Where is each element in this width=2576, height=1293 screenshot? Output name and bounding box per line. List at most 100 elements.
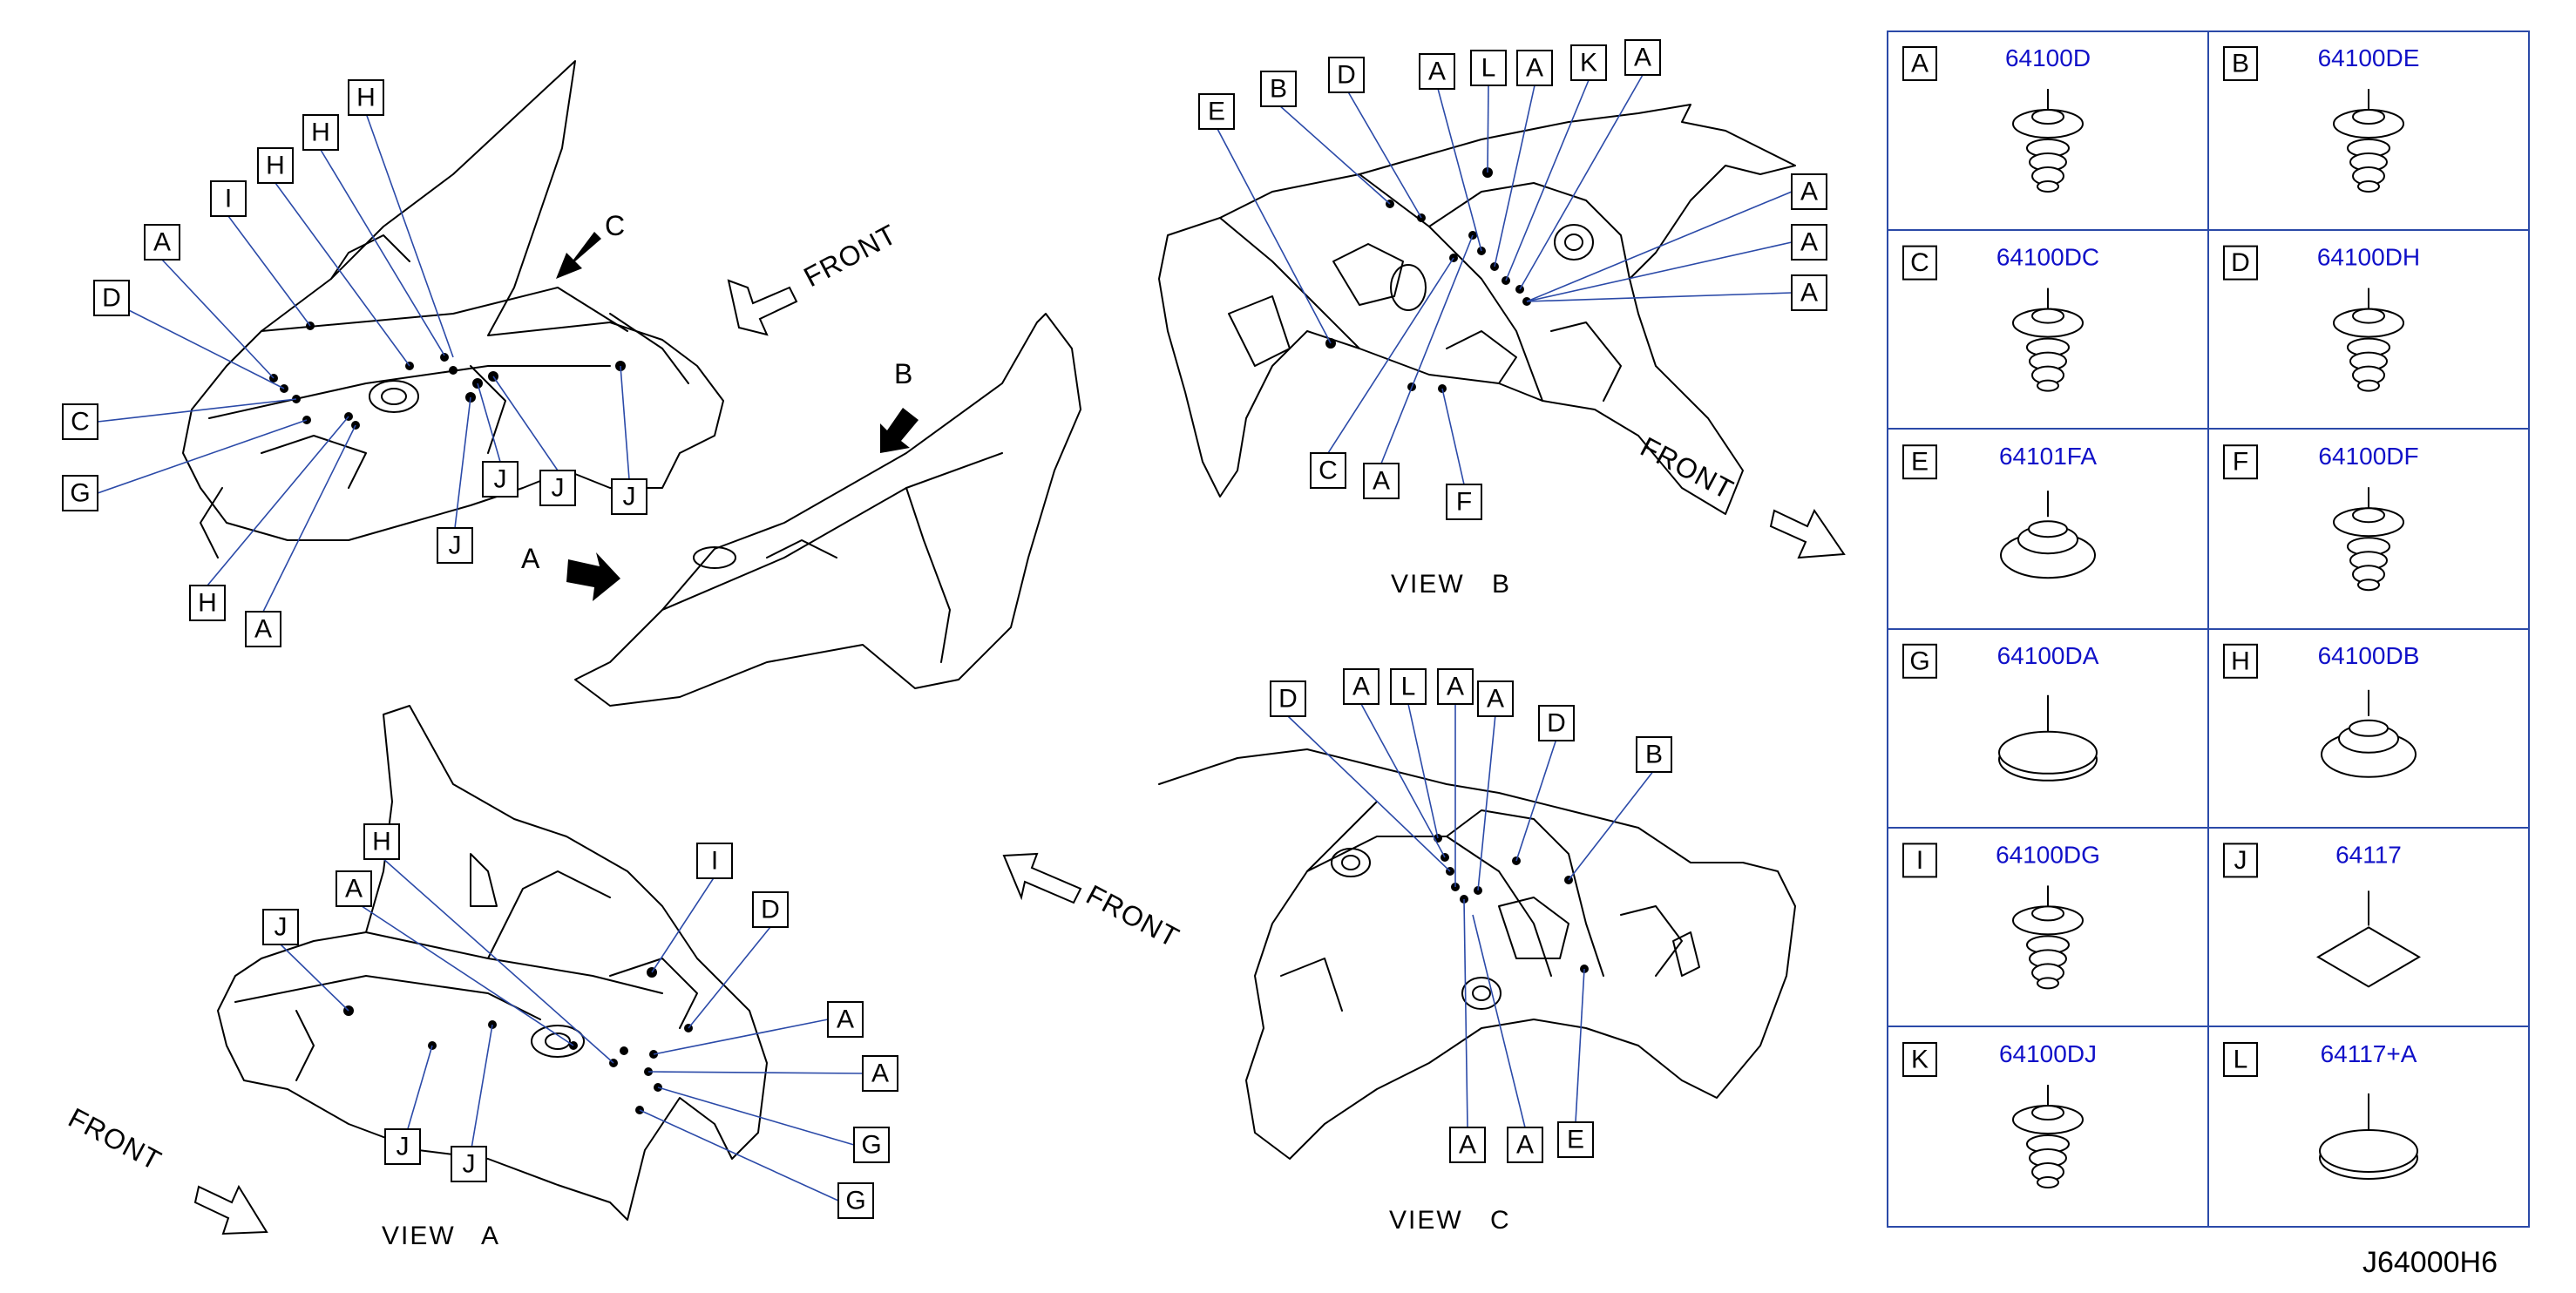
view-b-callouts: E B D A L A K A A A A C A F	[1198, 39, 1827, 520]
arrow-a: A	[521, 543, 620, 601]
view-b-callout-a2: A	[1516, 50, 1553, 86]
part-drawing-flat-plug-icon	[1998, 694, 2098, 782]
svg-text:L: L	[1481, 54, 1496, 83]
svg-text:A: A	[871, 1059, 889, 1088]
catalog-id: J64000H6	[2362, 1246, 2498, 1279]
main-callout-j2: J	[482, 461, 519, 498]
part-drawing-grommet-clip-icon	[2333, 89, 2404, 193]
part-number: 64100DA	[1997, 642, 2099, 669]
part-cell-g: G 64100DA	[1902, 642, 2099, 782]
part-letter-box	[1902, 245, 1937, 281]
part-number: 64100DE	[2318, 44, 2420, 71]
svg-text:E: E	[1567, 1126, 1584, 1154]
svg-text:G: G	[861, 1131, 881, 1160]
main-callout-a1: A	[144, 224, 180, 261]
view-b-callout-c: C	[1310, 452, 1346, 489]
part-number: 64100DC	[1996, 244, 2099, 271]
view-a-callouts: H A J I D A A G G J J	[262, 823, 898, 1219]
main-callout-h4: H	[189, 585, 226, 621]
svg-text:A: A	[1487, 685, 1504, 714]
part-letter-box	[2223, 1042, 2258, 1077]
main-callout-c: C	[62, 403, 98, 440]
part-letter: H	[2231, 646, 2250, 675]
main-callout-i: I	[210, 180, 247, 217]
part-letter: L	[2234, 1046, 2248, 1074]
view-c-front-label: FRONT	[1081, 878, 1185, 953]
part-number: 64100DG	[1996, 841, 2100, 868]
part-letter-box	[2223, 643, 2258, 679]
part-letter: B	[2232, 50, 2249, 78]
svg-text:J: J	[275, 913, 288, 942]
main-front-label: FRONT	[798, 218, 902, 293]
part-letter: D	[2231, 248, 2250, 277]
view-b-callout-a7: A	[1363, 463, 1400, 499]
view-b-callout-b: B	[1260, 71, 1297, 107]
svg-text:A: A	[837, 1005, 854, 1034]
part-number: 64100DF	[2318, 443, 2418, 470]
view-a-callout-a1: A	[336, 870, 372, 907]
view-b-callout-l: L	[1470, 50, 1507, 86]
view-c-callout-a1: A	[1343, 668, 1380, 705]
part-drawing-grommet-clip-icon	[2333, 288, 2404, 392]
svg-text:A: A	[1516, 1131, 1534, 1160]
part-letter: K	[1911, 1046, 1929, 1074]
part-number: 64100D	[2005, 44, 2091, 71]
part-letter-box	[1902, 643, 1937, 679]
svg-text:A: A	[1447, 673, 1464, 701]
svg-text:G: G	[845, 1187, 865, 1215]
svg-text:C: C	[1319, 457, 1338, 485]
svg-text:D: D	[1337, 61, 1356, 90]
svg-text:F: F	[1456, 488, 1472, 517]
view-b-front-arrow: FRONT	[1636, 430, 1846, 559]
view-b-label-prefix: VIEW	[1391, 570, 1465, 599]
view-a-callout-d: D	[752, 891, 789, 928]
svg-text:A: A	[153, 228, 171, 257]
view-c-leaders	[1287, 703, 1655, 1128]
svg-text:J: J	[494, 465, 507, 494]
view-a-holes	[343, 967, 693, 1114]
view-a-front-arrow: FRONT	[64, 1101, 268, 1235]
svg-text:K: K	[1580, 49, 1597, 78]
part-letter-box	[1902, 444, 1937, 480]
svg-text:B: B	[1270, 75, 1287, 104]
view-c-callout-a4: A	[1449, 1127, 1486, 1163]
view-b-outline	[1158, 104, 1796, 515]
main-callout-h2: H	[302, 114, 339, 151]
main-view: H H H I A D C G H A J J J J C B A	[62, 60, 1081, 707]
part-letter: G	[1909, 646, 1929, 675]
part-drawing-grommet-clip-icon	[2012, 288, 2084, 392]
part-cell-b: B 64100DE	[2223, 44, 2420, 193]
svg-text:A: A	[1352, 673, 1370, 701]
view-c-callout-a5: A	[1507, 1127, 1543, 1163]
svg-text:H: H	[311, 118, 330, 147]
svg-text:G: G	[70, 479, 90, 508]
part-drawing-square-patch-icon	[2316, 890, 2421, 988]
view-b-leaders	[1216, 74, 1793, 485]
svg-text:I: I	[711, 847, 718, 876]
svg-text:D: D	[761, 896, 780, 924]
part-letter: J	[2234, 846, 2247, 875]
svg-text:A: A	[1428, 58, 1446, 86]
view-b-callout-a6: A	[1791, 274, 1827, 311]
view-a-label-prefix: VIEW	[382, 1222, 456, 1250]
svg-text:C: C	[71, 408, 90, 437]
svg-text:H: H	[266, 152, 285, 180]
view-b-callout-e: E	[1198, 93, 1235, 130]
part-number: 64101FA	[1999, 443, 2097, 470]
svg-text:A: A	[1373, 467, 1390, 496]
svg-text:A: A	[254, 615, 272, 644]
svg-text:A: A	[1800, 279, 1818, 308]
view-a-callout-g1: G	[853, 1127, 890, 1163]
view-a-callout-a3: A	[862, 1055, 898, 1092]
view-a-leaders	[280, 856, 864, 1202]
view-b-callout-a1: A	[1419, 53, 1455, 90]
svg-text:E: E	[1208, 98, 1225, 126]
svg-text:D: D	[1547, 709, 1566, 738]
main-callout-d: D	[93, 280, 130, 316]
